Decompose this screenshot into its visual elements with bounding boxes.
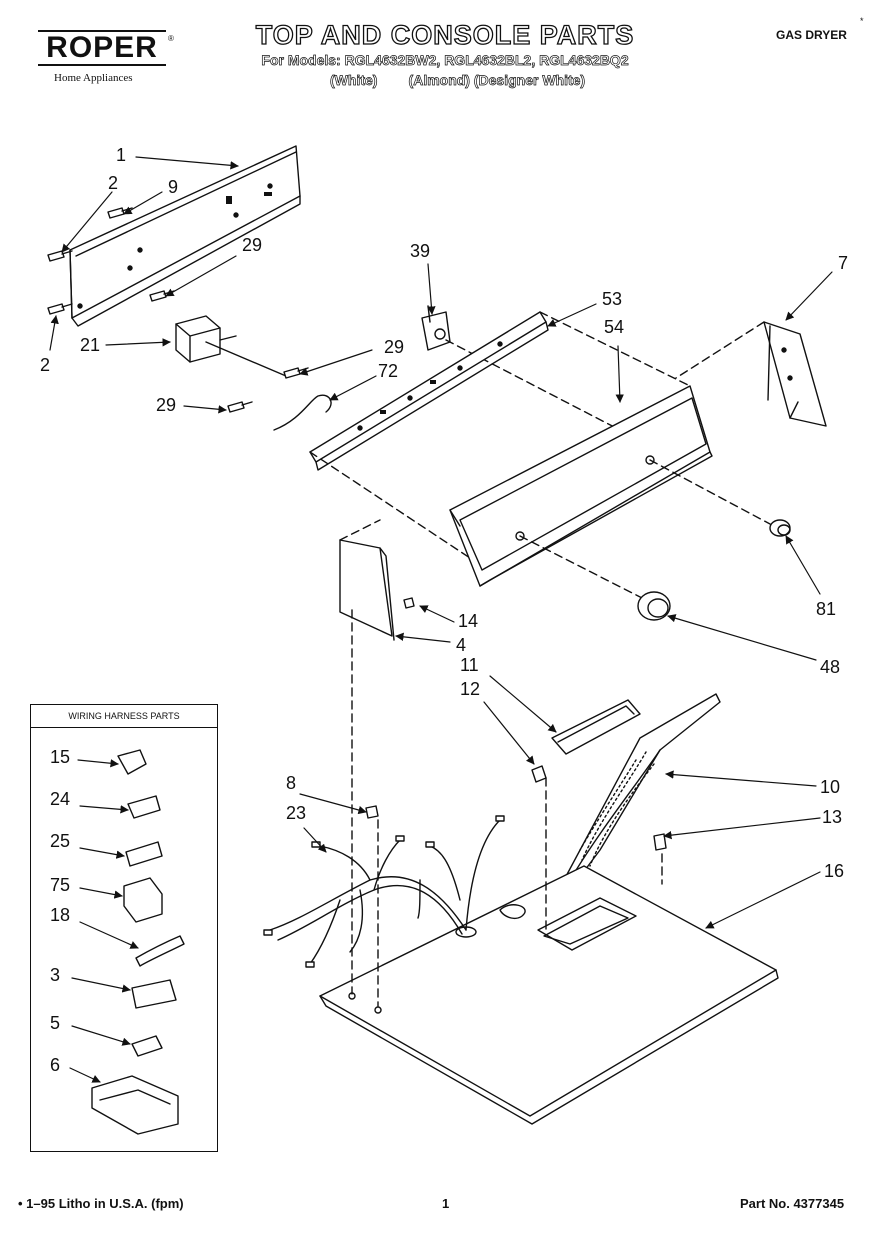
- callout-29-lower: 29: [156, 395, 177, 415]
- callout-12: 12: [460, 679, 481, 699]
- callout-24: 24: [50, 789, 71, 809]
- alignment-lines: [351, 609, 663, 1007]
- callout-25: 25: [50, 831, 71, 851]
- console-panel: [309, 311, 771, 603]
- callout-2-lower: 2: [40, 355, 51, 375]
- callout-5: 5: [50, 1013, 61, 1033]
- callout-14: 14: [458, 611, 479, 631]
- callout-29-middle: 29: [384, 337, 405, 357]
- callout-4: 4: [456, 635, 467, 655]
- wiring-harness-title: WIRING HARNESS PARTS: [31, 705, 217, 728]
- wiring-harness-parts-box: WIRING HARNESS PARTS: [30, 704, 218, 1152]
- part-number: Part No. 4377345: [740, 1196, 845, 1211]
- screws-console: [227, 367, 332, 431]
- callout-2-upper: 2: [108, 173, 119, 193]
- callout-10: 10: [820, 777, 841, 797]
- callout-75: 75: [50, 875, 71, 895]
- brand-tagline: Home Appliances: [54, 72, 133, 84]
- litho-note: • 1–95 Litho in U.S.A. (fpm): [18, 1196, 184, 1211]
- brand-name: ROPER: [46, 31, 158, 64]
- callout-54: 54: [604, 317, 625, 337]
- callout-13: 13: [822, 807, 843, 827]
- console-channel: [309, 311, 549, 471]
- litho-bullet: •: [18, 1196, 27, 1211]
- callout-6: 6: [50, 1055, 61, 1075]
- callout-8: 8: [286, 773, 297, 793]
- screw-13: [653, 833, 667, 851]
- rear-panel-bracket: [69, 145, 301, 327]
- model-list: For Models: RGL4632BW2, RGL4632BL2, RGL4…: [261, 52, 629, 69]
- callout-48: 48: [820, 657, 841, 677]
- callout-72: 72: [378, 361, 399, 381]
- selector-switch: [421, 305, 621, 431]
- callout-29-upper: 29: [242, 235, 263, 255]
- callout-3: 3: [50, 965, 61, 985]
- callout-1: 1: [116, 145, 127, 165]
- category-mark: *: [860, 16, 864, 26]
- callout-15: 15: [50, 747, 71, 767]
- product-category: GAS DRYER: [776, 28, 847, 42]
- brand-trademark: ®: [168, 34, 174, 43]
- callout-18: 18: [50, 905, 71, 925]
- model-colors: (White) (Almond) (Designer White): [330, 72, 586, 89]
- callout-39: 39: [410, 241, 431, 261]
- page-title: TOP AND CONSOLE PARTS: [255, 19, 635, 50]
- dryer-top: [319, 865, 779, 1125]
- callout-7: 7: [838, 253, 849, 273]
- knob-large: [637, 591, 671, 621]
- callout-9: 9: [168, 177, 179, 197]
- callout-81: 81: [816, 599, 837, 619]
- console-end-cap: [675, 321, 827, 427]
- brand-logo: ROPER ® Home Appliances: [38, 30, 174, 84]
- lint-screen: [563, 693, 721, 891]
- callout-23: 23: [286, 803, 307, 823]
- timer-switch: [175, 315, 287, 377]
- callout-11: 11: [460, 655, 479, 675]
- callout-16: 16: [824, 861, 845, 881]
- knob-small: [769, 519, 791, 537]
- litho-text: 1–95 Litho in U.S.A. (fpm): [26, 1196, 184, 1211]
- callout-21: 21: [80, 335, 101, 355]
- page-number: 1: [442, 1196, 450, 1211]
- side-bracket: [339, 519, 415, 641]
- callout-53: 53: [602, 289, 623, 309]
- leader-lines: [49, 156, 833, 1083]
- lint-filter-cover: [531, 699, 641, 783]
- harness-part-drawings: [91, 749, 185, 1135]
